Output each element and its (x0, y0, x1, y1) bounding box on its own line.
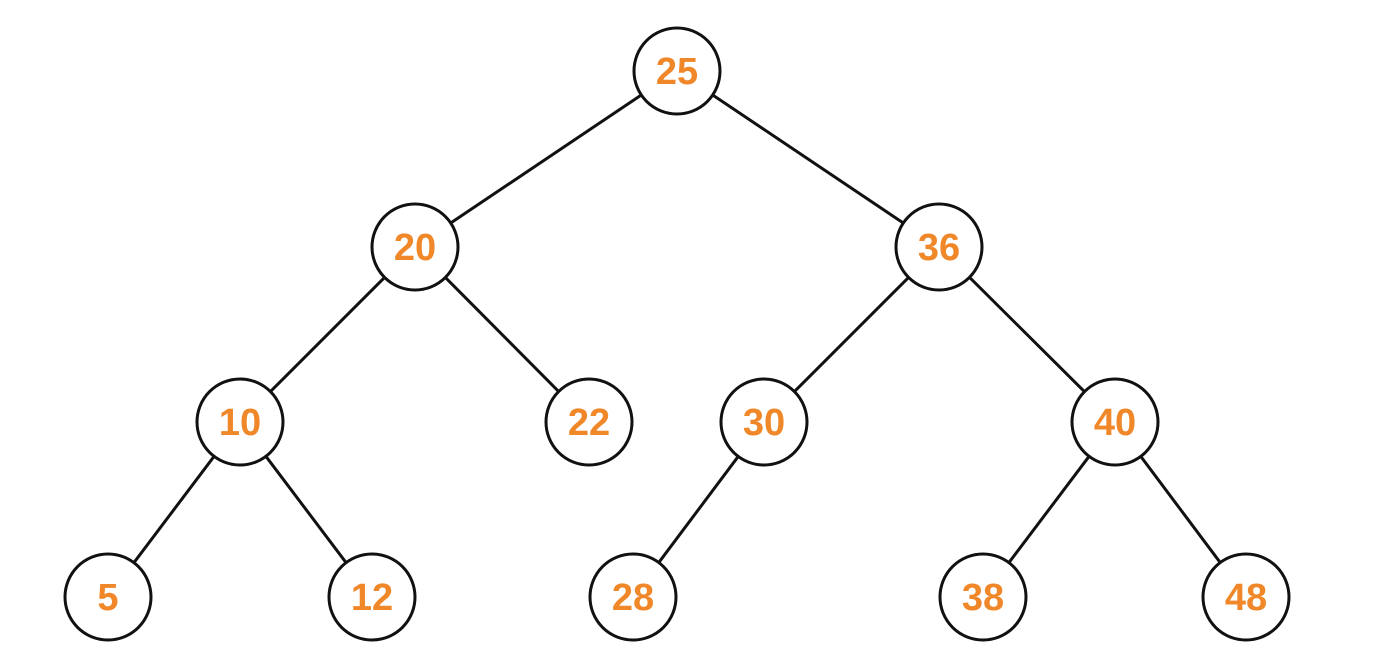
edge-10-12 (264, 455, 348, 564)
node-label: 30 (743, 402, 785, 444)
node-circle (195, 377, 285, 467)
edge-40-38 (1007, 455, 1091, 564)
node-circle (894, 202, 984, 292)
tree-node-5: 5 (63, 552, 153, 642)
node-circle (544, 377, 634, 467)
tree-node-22: 22 (544, 377, 634, 467)
edge-20-22 (444, 276, 560, 393)
node-label: 20 (394, 227, 436, 269)
node-label: 12 (351, 577, 393, 619)
node-label: 5 (97, 577, 118, 619)
edge-36-40 (968, 276, 1086, 393)
edge-25-20 (449, 93, 643, 225)
node-label: 28 (612, 577, 654, 619)
node-label: 38 (962, 577, 1004, 619)
edge-40-48 (1139, 455, 1222, 564)
node-circle (63, 552, 153, 642)
node-label: 25 (656, 51, 698, 93)
node-circle (632, 26, 722, 116)
node-label: 10 (219, 402, 261, 444)
tree-node-10: 10 (195, 377, 285, 467)
edge-25-36 (711, 93, 905, 225)
edge-30-28 (657, 455, 740, 564)
tree-node-40: 40 (1070, 377, 1160, 467)
tree-node-30: 30 (719, 377, 809, 467)
node-circle (370, 202, 460, 292)
tree-node-12: 12 (327, 552, 417, 642)
nodes-layer: 25 20 36 10 22 30 40 5 12 28 38 48 (63, 26, 1291, 642)
node-label: 36 (918, 227, 960, 269)
node-label: 40 (1094, 402, 1136, 444)
node-circle (1070, 377, 1160, 467)
tree-node-20: 20 (370, 202, 460, 292)
tree-node-38: 38 (938, 552, 1028, 642)
node-label: 22 (568, 402, 610, 444)
edge-36-30 (793, 276, 910, 393)
node-label: 48 (1225, 577, 1267, 619)
tree-node-48: 48 (1201, 552, 1291, 642)
edges-layer (132, 93, 1222, 564)
node-circle (327, 552, 417, 642)
node-circle (938, 552, 1028, 642)
node-circle (588, 552, 678, 642)
tree-node-25: 25 (632, 26, 722, 116)
tree-node-28: 28 (588, 552, 678, 642)
node-circle (719, 377, 809, 467)
node-circle (1201, 552, 1291, 642)
edge-20-10 (269, 276, 386, 393)
edge-10-5 (132, 455, 216, 564)
tree-node-36: 36 (894, 202, 984, 292)
